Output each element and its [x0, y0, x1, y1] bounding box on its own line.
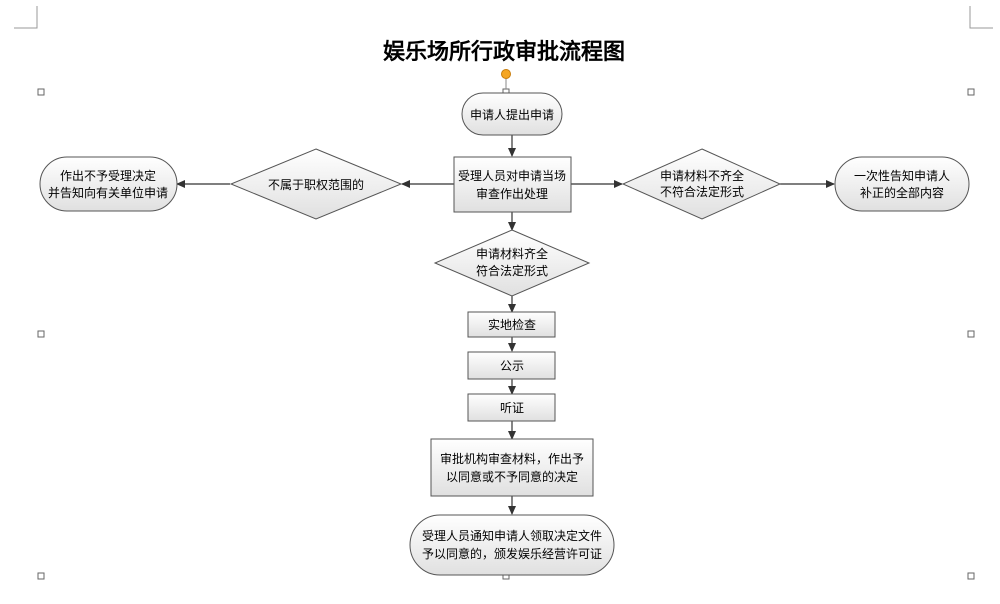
node-site-check: 实地检查 — [467, 311, 556, 338]
node-reject-notice-label-1: 作出不予受理决定 — [60, 168, 156, 183]
node-apply-label: 申请人提出申请 — [470, 107, 554, 122]
node-apply: 申请人提出申请 — [461, 92, 563, 136]
page-corner-marks — [14, 6, 993, 29]
node-inform-once-label-2: 补正的全部内容 — [860, 185, 944, 200]
node-inform-once-label-1: 一次性告知申请人 — [854, 169, 950, 183]
connectors — [176, 135, 835, 515]
decision-complete-label-1: 申请材料齐全 — [476, 246, 548, 261]
node-decision: 审批机构审查材料，作出予 以同意或不予同意的决定 — [430, 438, 594, 497]
decision-complete-label-2: 符合法定形式 — [476, 263, 548, 278]
node-site-check-label: 实地检查 — [488, 317, 536, 332]
node-hearing: 听证 — [467, 393, 556, 422]
decision-incomplete-label-1: 申请材料不齐全 — [660, 168, 744, 183]
node-publicity-label: 公示 — [500, 359, 524, 373]
decision-not-in-scope-label: 不属于职权范围的 — [268, 177, 364, 192]
selection-handles — [37, 88, 975, 580]
decision-not-in-scope: 不属于职权范围的 — [229, 148, 403, 220]
page-title: 娱乐场所行政审批流程图 — [382, 39, 625, 65]
rotate-handle[interactable] — [501, 69, 511, 79]
node-notify-label-2: 予以同意的，颁发娱乐经营许可证 — [422, 546, 602, 561]
node-review: 受理人员对申请当场 审查作出处理 — [453, 156, 572, 213]
node-decision-label-1: 审批机构审查材料，作出予 — [440, 451, 584, 466]
decision-incomplete-label-2: 不符合法定形式 — [660, 184, 744, 199]
node-reject-notice-label-2: 并告知向有关单位申请 — [48, 185, 168, 200]
node-review-label-1: 受理人员对申请当场 — [458, 169, 566, 183]
node-reject-notice: 作出不予受理决定 并告知向有关单位申请 — [39, 156, 178, 212]
node-hearing-label: 听证 — [500, 401, 524, 415]
node-notify: 受理人员通知申请人领取决定文件 予以同意的，颁发娱乐经营许可证 — [409, 514, 615, 576]
node-publicity: 公示 — [467, 351, 556, 380]
decision-incomplete: 申请材料不齐全 不符合法定形式 — [621, 148, 782, 220]
node-decision-label-2: 以同意或不予同意的决定 — [446, 469, 578, 484]
node-notify-label-1: 受理人员通知申请人领取决定文件 — [422, 528, 602, 543]
decision-complete: 申请材料齐全 符合法定形式 — [433, 229, 591, 297]
node-review-label-2: 审查作出处理 — [476, 186, 548, 201]
node-inform-once: 一次性告知申请人 补正的全部内容 — [834, 156, 970, 212]
